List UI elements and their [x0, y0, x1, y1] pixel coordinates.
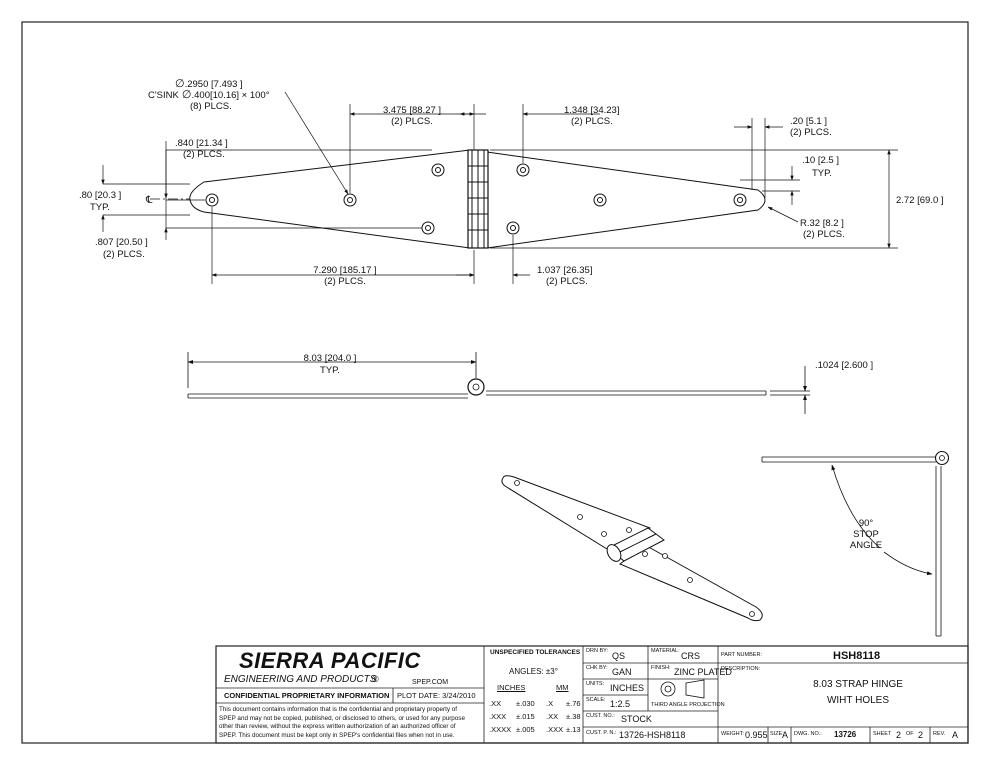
company-website: SPEP.COM: [412, 679, 449, 686]
dim-803-typ: TYP.: [320, 365, 340, 376]
rev-value: A: [952, 730, 959, 740]
dim-csink-hole: ∅.2950 [7.493 ]: [175, 78, 243, 90]
dim-r32-plcs: (2) PLCS.: [803, 229, 845, 240]
dim-840: .840 [21.34 ]: [175, 138, 228, 149]
top-view: [150, 149, 766, 249]
stop-angle-view: [761, 450, 950, 637]
dim-1348-plcs: (2) PLCS.: [571, 116, 613, 127]
dim-807: .807 [20.50 ]: [95, 237, 148, 248]
cust-no-label: CUST. NO.:: [586, 713, 615, 719]
size-value: A: [782, 730, 789, 740]
dim-272: 2.72 [69.0 ]: [896, 195, 944, 206]
dimension-lines: [101, 91, 898, 284]
dim-7290: 7.290 [185.17 ]: [313, 265, 376, 276]
tolerances-title: UNSPECIFIED TOLERANCES: [490, 649, 581, 656]
projection-label: THIRD ANGLE PROJECTION: [651, 702, 725, 708]
material-value: CRS: [681, 651, 701, 661]
dim-1348: 1.348 [34.23]: [564, 105, 619, 116]
registered-icon: ®: [372, 674, 379, 684]
drn-by-label: DRN BY:: [586, 648, 609, 654]
dim-80-typ: TYP.: [90, 202, 110, 213]
dim-r32: R.32 [8.2 ]: [800, 218, 844, 229]
sheet-value: 2: [896, 730, 902, 740]
iso-knuckle: [606, 527, 665, 562]
tolerances-mm-header: MM: [556, 683, 569, 692]
dim-csink-spec: C'SINK ∅.400[10.16] × 100°: [148, 89, 270, 101]
dim-1024: .1024 [2.600 ]: [815, 360, 873, 371]
dim-20-plcs: (2) PLCS.: [790, 127, 832, 138]
stop-angle-deg: 90°: [859, 518, 874, 529]
confidential-label: CONFIDENTIAL PROPRIETARY INFORMATION: [224, 691, 390, 700]
dim-20: .20 [5.1 ]: [790, 116, 827, 127]
knuckle-side: [467, 378, 485, 396]
dimension-texts: ∅.2950 [7.493 ] C'SINK ∅.400[10.16] × 10…: [79, 78, 944, 287]
centerline-symbol: ℄: [145, 195, 153, 206]
holes: [205, 163, 747, 235]
size-label: SIZE:: [770, 731, 784, 737]
weight-value: 0.955: [745, 730, 768, 740]
isometric-view: [501, 475, 763, 622]
dim-csink-count: (8) PLCS.: [190, 101, 232, 112]
drn-by-value: QS: [612, 651, 626, 661]
scale-value: 1:2.5: [610, 699, 631, 709]
tolerances-inches-header: INCHES: [497, 683, 526, 692]
rev-label: REV.: [933, 731, 946, 737]
units-label: UNITS:: [586, 681, 605, 687]
plot-date: PLOT DATE: 3/24/2010: [397, 691, 476, 700]
dim-1037-plcs: (2) PLCS.: [546, 276, 588, 287]
weight-label: WEIGHT:: [721, 731, 744, 737]
finish-label: FINISH:: [651, 665, 671, 671]
dwg-no-label: DWG. NO.:: [794, 731, 822, 737]
disclaimer: This document contains information that …: [219, 706, 465, 739]
description: 8.03 STRAP HINGE WIHT HOLES: [813, 679, 903, 706]
dim-807-plcs: (2) PLCS.: [103, 249, 145, 260]
part-number-value: HSH8118: [833, 650, 881, 662]
cust-pn-value: 13726-HSH8118: [619, 730, 686, 740]
dim-803: 8.03 [204.0 ]: [304, 353, 357, 364]
cust-pn-label: CUST. P. N.:: [586, 730, 617, 736]
dim-10: .10 [2.5 ]: [802, 155, 839, 166]
dim-80: .80 [20.3 ]: [79, 190, 121, 201]
dim-840-plcs: (2) PLCS.: [183, 149, 225, 160]
stop-angle-line2: ANGLE: [850, 540, 882, 551]
tolerances-table: .XX±.030.X±.76 .XXX±.015.XX±.38 .XXXX±.0…: [489, 699, 581, 734]
chk-by-value: GAN: [612, 667, 632, 677]
of-label: OF: [906, 731, 914, 737]
dim-3475: 3.475 [88.27 ]: [383, 105, 441, 116]
hinge-leaf-right: [486, 151, 766, 249]
tolerances-angles: ANGLES: ±3°: [509, 667, 558, 676]
units-value: INCHES: [610, 683, 645, 693]
part-number-label: PART NUMBER:: [721, 652, 762, 658]
material-label: MATERIAL:: [651, 648, 680, 654]
company-subtitle: ENGINEERING AND PRODUCTS: [224, 674, 377, 685]
dim-3475-plcs: (2) PLCS.: [391, 116, 433, 127]
dwg-no-value: 13726: [834, 730, 857, 739]
dim-10-typ: TYP.: [812, 168, 832, 179]
cust-no-value: STOCK: [621, 714, 652, 724]
scale-label: SCALE:: [586, 697, 606, 703]
dim-7290-plcs: (2) PLCS.: [324, 276, 366, 287]
third-angle-projection-icon: [660, 679, 705, 699]
sheet-label: SHEET: [873, 731, 892, 737]
title-block-grid: [215, 645, 969, 744]
description-label: DESCRIPTION:: [721, 666, 761, 672]
dim-1037: 1.037 [26.35]: [537, 265, 592, 276]
sheets-value: 2: [918, 730, 924, 740]
company-logo: SIERRA PACIFIC: [239, 648, 421, 673]
finish-value: ZINC PLATED: [674, 667, 732, 677]
chk-by-label: CHK BY:: [586, 665, 608, 671]
stop-angle-line1: STOP: [853, 529, 879, 540]
side-view: [187, 352, 810, 414]
